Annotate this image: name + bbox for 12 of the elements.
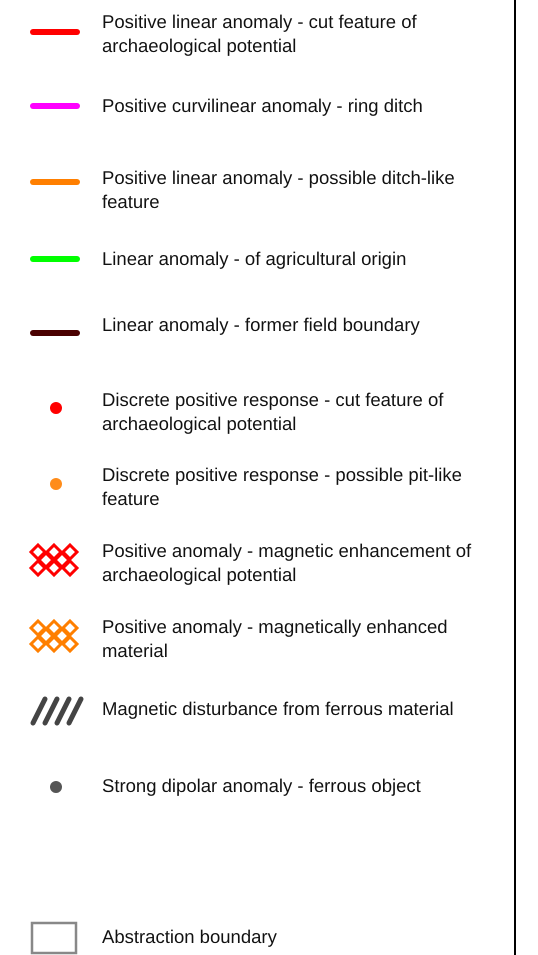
legend-label: Discrete positive response - cut feature of archaeological potential [102,388,444,436]
legend-label: Strong dipolar anomaly - ferrous object [102,774,422,798]
legend-label: Positive linear anomaly - cut feature of archaeological potential [102,10,418,58]
legend-label: Positive anomaly - magnetically enhanced material [102,615,449,663]
legend-label: Linear anomaly - former field boundary [102,313,421,337]
legend-label: Positive anomaly - magnetic enhancement of archaeological potential [102,539,472,587]
legend-label: Abstraction boundary [102,925,278,949]
legend-label: Magnetic disturbance from ferrous material [102,697,455,721]
legend-label: Positive curvilinear anomaly - ring ditch [102,94,424,118]
legend-label: Discrete positive response - possible pit-like feature [102,463,463,511]
legend-label: Positive linear anomaly - possible ditch-like feature [102,166,456,214]
legend-label: Linear anomaly - of agricultural origin [102,247,408,271]
